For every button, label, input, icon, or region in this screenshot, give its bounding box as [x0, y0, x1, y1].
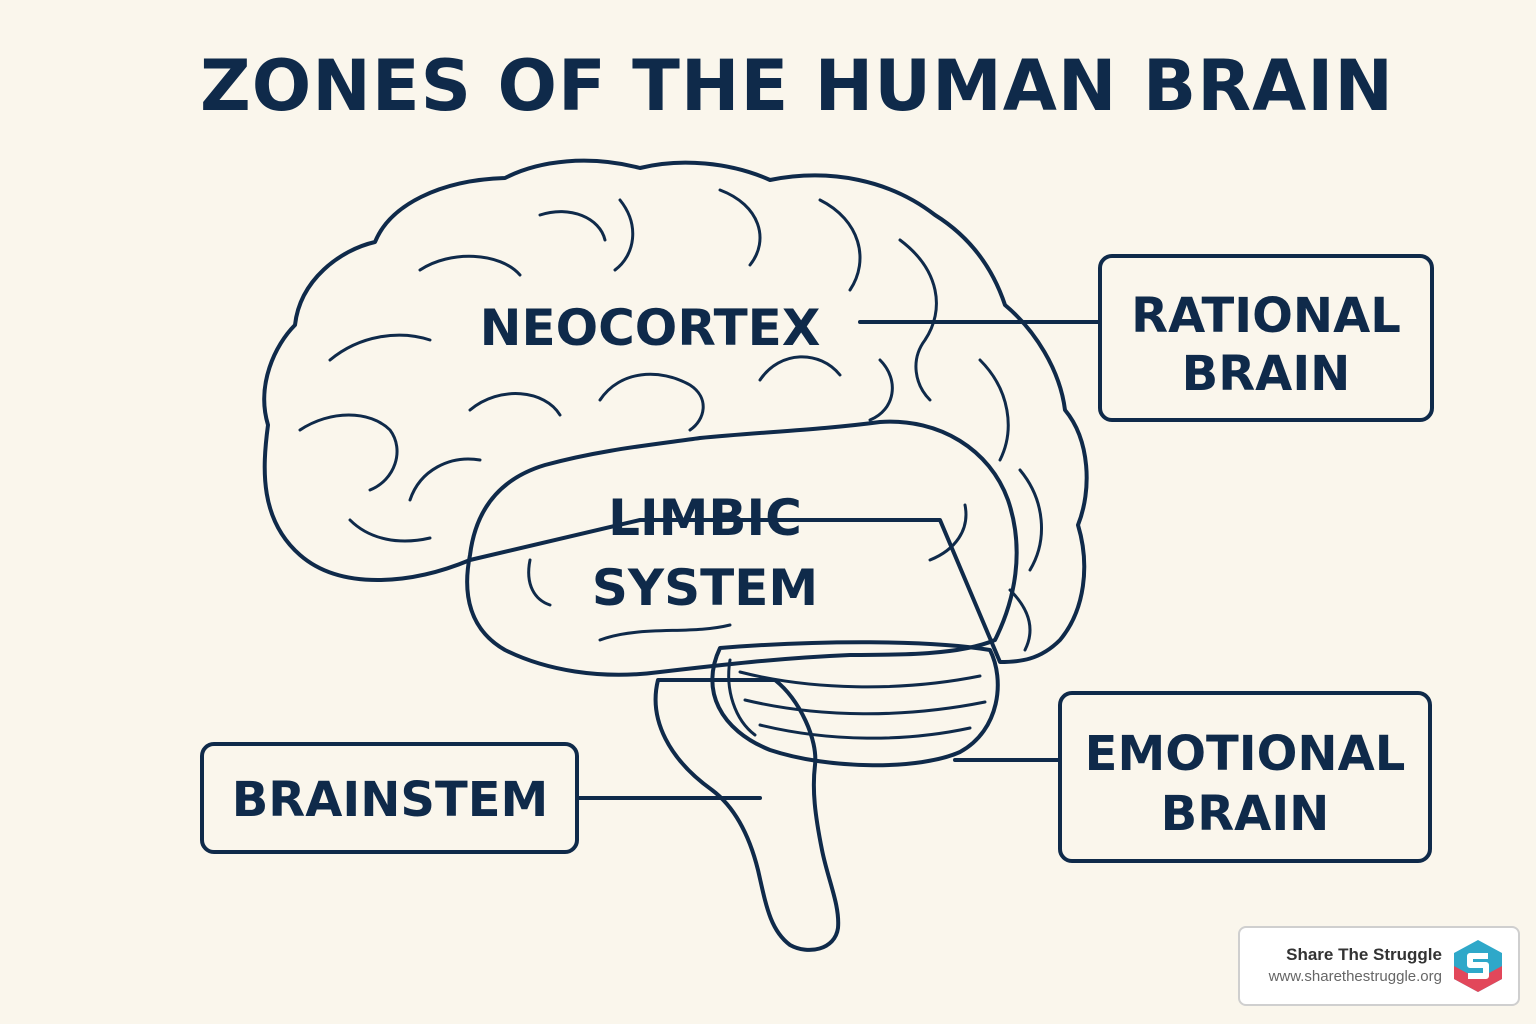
- neocortex-fold: [818, 198, 862, 292]
- neocortex-fold: [468, 392, 562, 417]
- limbic-fold: [527, 558, 552, 607]
- diagram-title: ZONES OF THE HUMAN BRAIN: [200, 45, 1394, 127]
- share-the-struggle-badge[interactable]: Share The Struggle www.sharethestruggle.…: [1238, 926, 1520, 1006]
- neocortex-shape: [262, 158, 1089, 664]
- emotional-brain-line1: EMOTIONAL: [1085, 726, 1406, 782]
- emotional-brain-line2: BRAIN: [1161, 786, 1330, 842]
- cerebellum-fold: [727, 658, 757, 737]
- badge-url[interactable]: www.sharethestruggle.org: [1268, 968, 1442, 985]
- neocortex-fold: [718, 188, 762, 267]
- neocortex-fold: [613, 198, 635, 272]
- rational-brain-line1: RATIONAL: [1131, 288, 1401, 344]
- limbic-label-line1: LIMBIC: [608, 489, 802, 547]
- neocortex-fold: [348, 518, 432, 543]
- limbic-system-shape: [465, 419, 1019, 677]
- limbic-fold: [928, 503, 968, 562]
- neocortex-fold: [898, 238, 938, 402]
- cerebellum-fold: [758, 723, 972, 740]
- limbic-fold: [598, 623, 732, 642]
- badge-name: Share The Struggle: [1286, 945, 1442, 964]
- emotional-brain-box: [1058, 691, 1432, 863]
- neocortex-label: NEOCORTEX: [480, 299, 821, 357]
- share-the-struggle-logo-icon: [1454, 940, 1502, 992]
- neocortex-fold: [418, 254, 522, 277]
- brainstem-shape: [653, 678, 841, 952]
- limbic-label-line2: SYSTEM: [592, 559, 818, 617]
- neocortex-fold: [758, 355, 842, 382]
- neocortex-fold: [328, 333, 432, 362]
- cerebellum-shape: [710, 640, 1000, 768]
- neocortex-fold: [1018, 468, 1043, 572]
- neocortex-fold: [408, 457, 482, 502]
- neocortex-fold: [298, 413, 399, 492]
- neocortex-fold: [598, 372, 705, 432]
- brainstem-label: BRAINSTEM: [232, 772, 549, 828]
- neocortex-fold: [538, 210, 607, 242]
- rational-brain-line2: BRAIN: [1182, 346, 1351, 402]
- neocortex-fold: [1008, 588, 1032, 652]
- rational-brain-box: [1098, 254, 1434, 422]
- neocortex-fold: [868, 358, 894, 422]
- neocortex-fold: [978, 358, 1010, 462]
- cerebellum-fold: [738, 670, 982, 689]
- cerebellum-fold: [743, 698, 987, 716]
- brainstem-box: [200, 742, 579, 854]
